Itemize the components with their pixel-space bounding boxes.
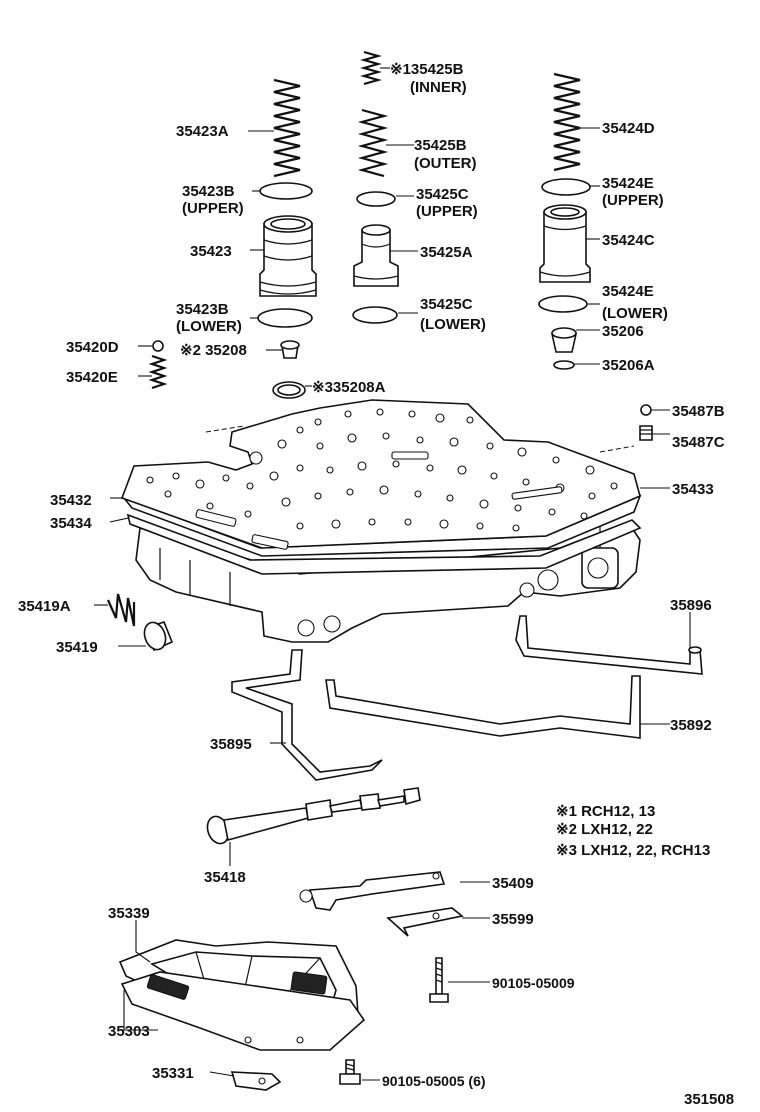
spring-135425b-inner bbox=[359, 50, 383, 86]
ring-35423b-upper bbox=[259, 182, 313, 200]
label-35896: 35896 bbox=[670, 597, 712, 614]
label-35432: 35432 bbox=[50, 492, 92, 509]
label-35434: 35434 bbox=[50, 515, 92, 532]
plug-35206 bbox=[551, 327, 577, 353]
label-90105-05005: 90105-05005 (6) bbox=[382, 1073, 486, 1089]
tube-35895 bbox=[231, 649, 383, 781]
spring-35420e bbox=[148, 354, 168, 390]
label-35425c-upper: 35425C bbox=[416, 186, 469, 203]
manual-valve-35418 bbox=[206, 787, 421, 845]
ball-35420d bbox=[152, 340, 164, 352]
part-labels: ※135425B (INNER) 35423A 35425B (OUTER) 3… bbox=[18, 61, 734, 1108]
label-outer: (OUTER) bbox=[414, 155, 477, 172]
label-35419: 35419 bbox=[56, 639, 98, 656]
label-90105-05009: 90105-05009 bbox=[492, 975, 575, 991]
plate-holes bbox=[146, 408, 618, 550]
strainer-35303 bbox=[120, 971, 366, 1051]
note-2: ※2 LXH12, 22 bbox=[556, 821, 653, 838]
label-35420d: 35420D bbox=[66, 339, 119, 356]
ring-35425c-lower bbox=[352, 306, 398, 324]
label-35303: 35303 bbox=[108, 1023, 150, 1040]
bolt-90105-05009 bbox=[429, 957, 449, 1003]
detent-spring-35409 bbox=[299, 871, 446, 911]
note-1: ※1 RCH12, 13 bbox=[556, 803, 655, 820]
ring-35424e-upper bbox=[541, 178, 591, 196]
tube-35896 bbox=[515, 615, 703, 675]
spring-35424d bbox=[553, 72, 581, 172]
label-135425b: ※135425B bbox=[390, 61, 464, 78]
label-35433: 35433 bbox=[672, 481, 714, 498]
label-35424e-lower: 35424E bbox=[602, 283, 654, 300]
diagram-number: 351508 bbox=[684, 1091, 734, 1108]
label-35206: 35206 bbox=[602, 323, 644, 340]
label-upper-c: (UPPER) bbox=[602, 192, 664, 209]
valve-body-assembly bbox=[120, 399, 642, 643]
label-lower-b: (LOWER) bbox=[420, 316, 486, 333]
label-inner: (INNER) bbox=[410, 79, 467, 96]
piston-35424c bbox=[539, 204, 591, 283]
label-35418: 35418 bbox=[204, 869, 246, 886]
label-35409: 35409 bbox=[492, 875, 534, 892]
label-35892: 35892 bbox=[670, 717, 712, 734]
ring-35423b-lower bbox=[257, 308, 313, 328]
label-35423: 35423 bbox=[190, 243, 232, 260]
label-35599: 35599 bbox=[492, 911, 534, 928]
label-35487b: 35487B bbox=[672, 403, 725, 420]
note-3: ※3 LXH12, 22, RCH13 bbox=[556, 842, 710, 859]
label-35425c-lower: 35425C bbox=[420, 296, 473, 313]
label-35206a: 35206A bbox=[602, 357, 655, 374]
label-lower-c: (LOWER) bbox=[602, 305, 668, 322]
plug-35419 bbox=[143, 621, 174, 652]
spring-35419a bbox=[106, 593, 136, 627]
plug-35487c bbox=[639, 425, 653, 441]
label-35423b-lower: 35423B bbox=[176, 301, 229, 318]
ball-35487b bbox=[640, 404, 652, 416]
leader-lines bbox=[94, 67, 691, 1081]
label-upper-a: (UPPER) bbox=[182, 200, 244, 217]
bolt-90105-05005 bbox=[339, 1059, 361, 1085]
plate-35599 bbox=[386, 907, 464, 937]
label-35208a: ※335208A bbox=[312, 379, 386, 396]
applicability-notes: ※1 RCH12, 13 ※2 LXH12, 22 ※3 LXH12, 22, … bbox=[556, 803, 710, 859]
spring-35425b-outer bbox=[357, 108, 389, 178]
label-35339: 35339 bbox=[108, 905, 150, 922]
ring-35206a bbox=[553, 360, 575, 370]
label-35424d: 35424D bbox=[602, 120, 655, 137]
label-35425b: 35425B bbox=[414, 137, 467, 154]
ring-35208a bbox=[272, 381, 306, 399]
label-35423a: 35423A bbox=[176, 123, 229, 140]
tube-35892 bbox=[325, 675, 641, 739]
label-35424e-upper: 35424E bbox=[602, 175, 654, 192]
piston-35423 bbox=[259, 215, 317, 297]
label-35423b-upper: 35423B bbox=[182, 183, 235, 200]
label-upper-b: (UPPER) bbox=[416, 203, 478, 220]
label-35895: 35895 bbox=[210, 736, 252, 753]
clamp-35331 bbox=[230, 1071, 282, 1091]
ring-35425c-upper bbox=[356, 191, 396, 207]
ring-35424e-lower bbox=[538, 295, 588, 313]
label-35419a: 35419A bbox=[18, 598, 71, 615]
label-lower-a: (LOWER) bbox=[176, 318, 242, 335]
label-35420e: 35420E bbox=[66, 369, 118, 386]
label-35487c: 35487C bbox=[672, 434, 725, 451]
label-35424c: 35424C bbox=[602, 232, 655, 249]
spring-35423a bbox=[273, 78, 301, 178]
label-35331: 35331 bbox=[152, 1065, 194, 1082]
valve-35208 bbox=[280, 340, 300, 359]
label-35425a: 35425A bbox=[420, 244, 473, 261]
valve-35425a bbox=[353, 224, 399, 287]
label-35208: ※2 35208 bbox=[180, 342, 247, 359]
